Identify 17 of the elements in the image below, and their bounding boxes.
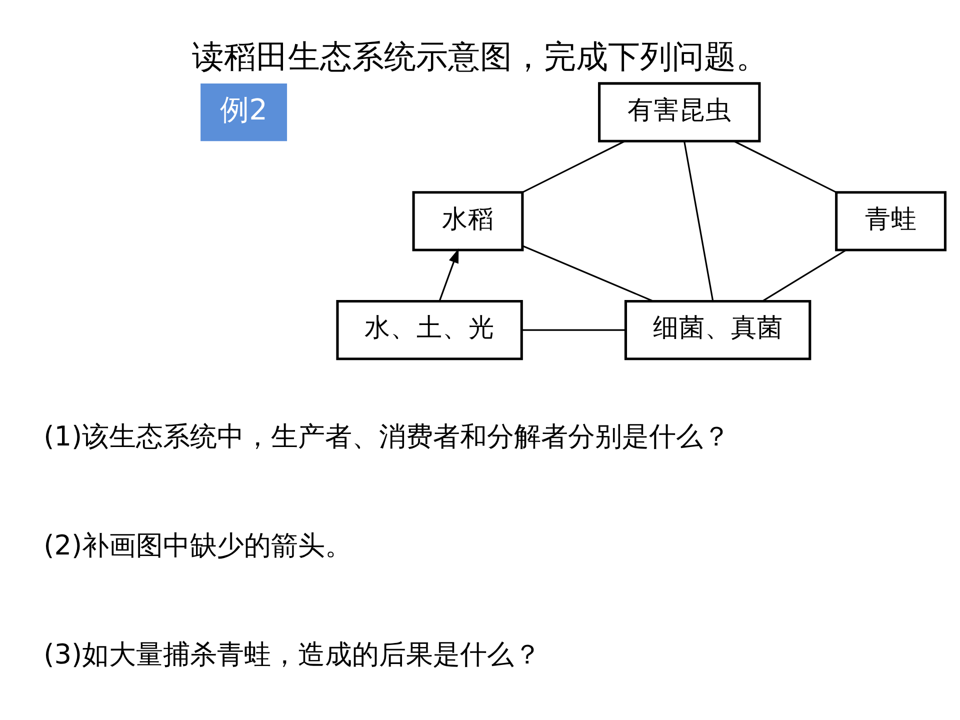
label: (3)如大量捕杀青蛙，造成的后果是什么？ — [44, 638, 542, 670]
label: (1)该生态系统中，生产者、消费者和分解者分别是什么？ — [44, 421, 730, 452]
node-box: 水、土、光 — [336, 299, 523, 360]
connector — [522, 244, 654, 302]
node-box: 细菌、真菌 — [624, 299, 812, 360]
node-box: 有害昆虫 — [598, 82, 761, 142]
connector — [522, 328, 626, 330]
diagram-title: 读稻田生态系统示意图，完成下列问题。 — [192, 36, 768, 75]
connector — [684, 140, 714, 300]
node-box: 青蛙 — [835, 190, 946, 251]
connector — [734, 140, 836, 192]
node-box: 水稻 — [412, 190, 524, 251]
connector — [762, 248, 846, 302]
arrow — [438, 248, 459, 300]
label: (2)补画图中缺少的箭头。 — [44, 530, 352, 561]
connector — [522, 140, 626, 192]
label: 例2 — [220, 92, 268, 126]
